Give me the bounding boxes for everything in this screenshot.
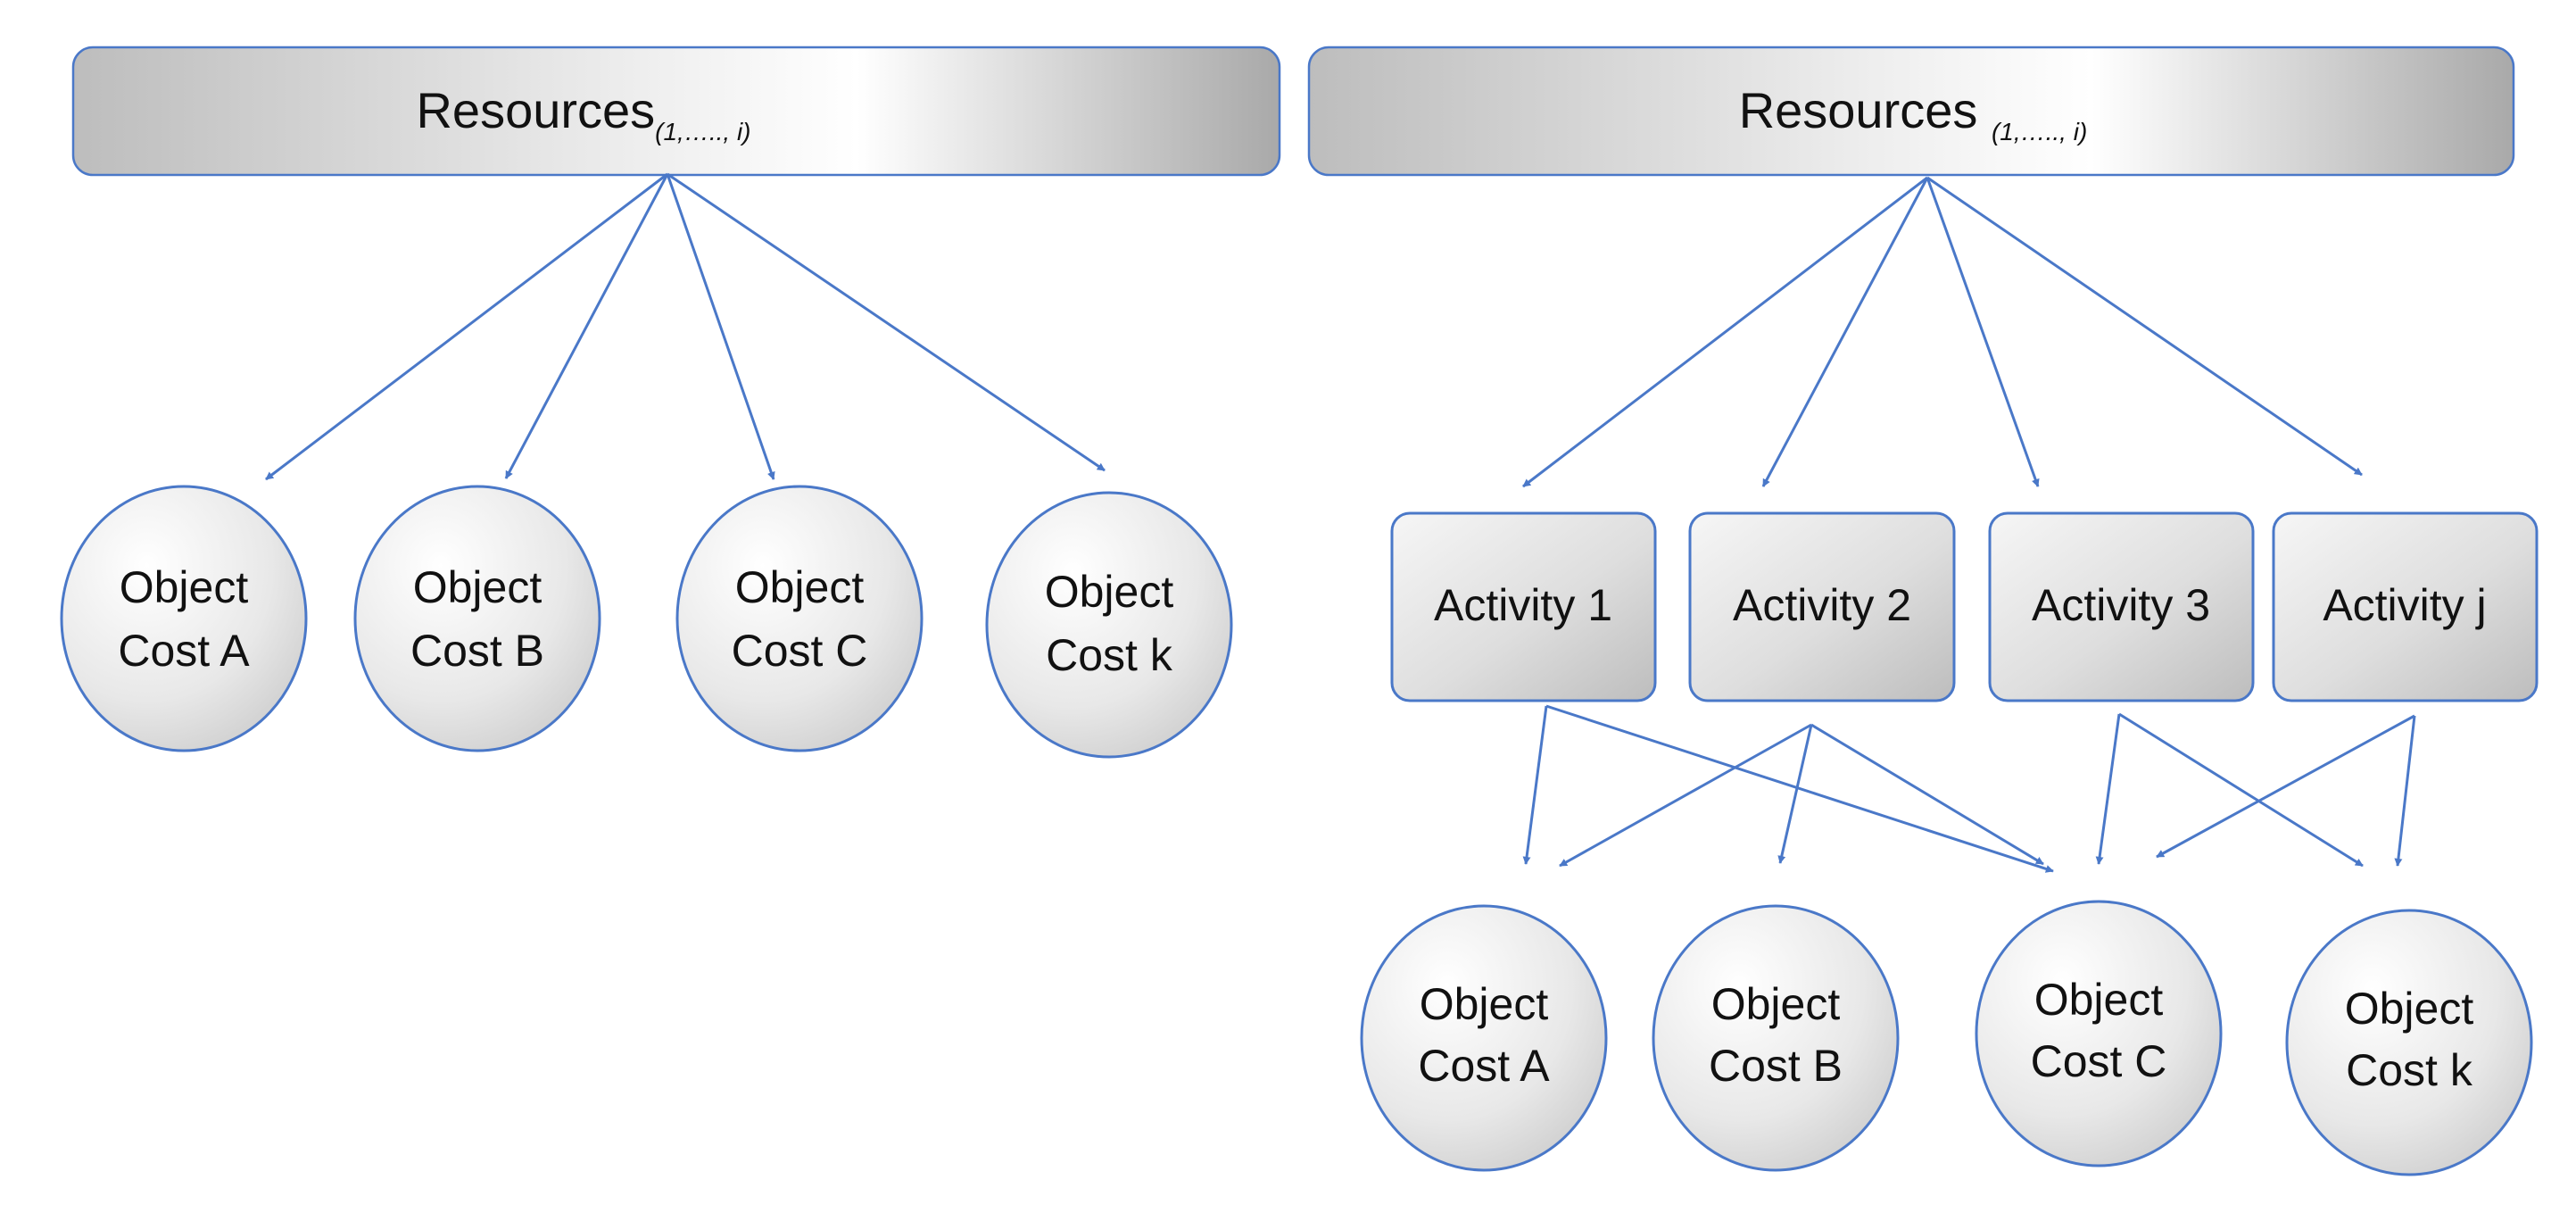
left-object-a-line1: Object [120,562,249,612]
arrow-activity-2-to-object-c [1810,723,2044,866]
right-object-b: Object Cost B [1652,904,1900,1172]
arrow-activity-3-to-object-k [2118,712,2364,868]
right-object-k: Object Cost k [2285,909,2533,1176]
left-object-c: Object Cost C [675,485,924,752]
arrow-activity-2-to-object-b [1777,724,1813,864]
left-resources-bar: Resources(1,….., i) [71,46,1281,177]
right-object-c-line2: Cost C [2031,1036,2167,1086]
activity-3-box: Activity 3 [1988,511,2255,702]
left-object-b-line1: Object [413,562,543,612]
activity-2-box: Activity 2 [1688,511,1956,702]
right-arrow-to-activity-j [1926,176,2363,477]
activity-j-box: Activity j [2272,511,2539,702]
svg-text:Resources (1,….., i): Resources (1,….., i) [1739,82,2088,145]
right-resources-bar: Resources (1,….., i) [1307,46,2515,177]
left-arrow-to-object-b [504,173,669,479]
right-arrow-to-activity-1 [1522,176,1928,488]
left-arrows [265,172,1106,481]
svg-text:Resources(1,….., i): Resources(1,….., i) [416,82,750,145]
activity-to-object-arrows [1522,704,2416,873]
right-object-a: Object Cost A [1360,904,1608,1172]
right-object-c-line1: Object [2034,975,2164,1025]
arrow-activity-2-to-object-a [1559,723,1812,868]
left-object-a: Object Cost A [60,485,308,752]
left-arrow-to-object-a [265,172,668,481]
activity-1-label: Activity 1 [1434,580,1612,630]
left-object-c-line2: Cost C [732,626,868,676]
left-object-k-line2: Cost k [1046,630,1173,680]
right-resources-subscript: (1,….., i) [1992,118,2087,145]
left-object-a-line2: Cost A [118,626,250,676]
right-object-k-line2: Cost k [2346,1045,2473,1095]
activity-3-label: Activity 3 [2032,580,2210,630]
left-object-b-line2: Cost B [410,626,544,676]
activity-2-label: Activity 2 [1733,580,1911,630]
right-object-k-line1: Object [2345,984,2474,1034]
arrow-activity-j-to-object-c [2156,714,2415,859]
right-arrow-to-activity-3 [1926,177,2040,487]
arrow-activity-1-to-object-c [1545,704,2054,873]
left-object-b: Object Cost B [353,485,601,752]
right-object-a-line1: Object [1420,979,1549,1029]
arrow-activity-3-to-object-c [2095,713,2121,865]
left-panel: Resources(1,….., i) Object Cost A Object… [60,46,1281,759]
left-resources-label: Resources [416,82,655,138]
arrow-activity-j-to-object-k [2394,715,2416,867]
right-object-b-line1: Object [1711,979,1841,1029]
left-resources-subscript: (1,….., i) [655,118,750,145]
arrow-activity-1-to-object-a [1522,705,1548,865]
left-arrow-to-object-c [666,173,775,480]
left-object-k-line1: Object [1045,567,1174,617]
right-object-b-line2: Cost B [1709,1041,1843,1091]
right-object-c: Object Cost C [1975,900,2223,1167]
left-object-k: Object Cost k [985,491,1233,759]
left-arrow-to-object-k [667,172,1106,472]
activity-1-box: Activity 1 [1390,511,1657,702]
activity-j-label: Activity j [2323,580,2486,630]
left-object-c-line1: Object [735,562,865,612]
right-arrow-to-activity-2 [1761,177,1929,487]
right-object-a-line2: Cost A [1418,1041,1550,1091]
right-panel: Resources (1,….., i) Activity 1 Activity… [1307,46,2539,1176]
right-resource-arrows [1522,176,2363,488]
right-resources-label: Resources [1739,82,1992,138]
